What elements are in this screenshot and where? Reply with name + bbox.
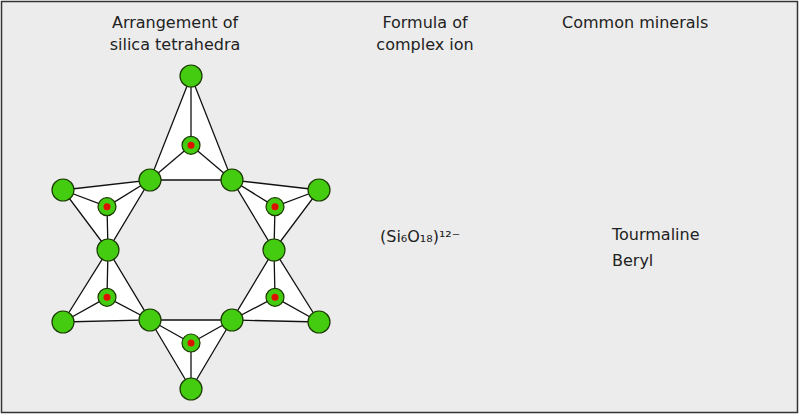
oxygen-atom [263, 239, 285, 261]
oxygen-atoms [52, 65, 330, 400]
oxygen-atom [139, 309, 161, 331]
oxygen-atom [182, 334, 200, 352]
oxygen-atom [98, 288, 116, 306]
oxygen-atom [266, 288, 284, 306]
column-heading: Common minerals [562, 12, 708, 34]
mineral-name: Beryl [612, 250, 653, 272]
oxygen-atom [308, 311, 330, 333]
oxygen-atom [52, 179, 74, 201]
oxygen-atom [97, 239, 119, 261]
oxygen-atom [180, 378, 202, 400]
tetrahedra [63, 76, 319, 389]
tetrahedron [150, 76, 232, 180]
oxygen-atom [221, 309, 243, 331]
oxygen-atom [221, 169, 243, 191]
oxygen-atom [139, 169, 161, 191]
oxygen-atom [52, 311, 74, 333]
frame [2, 2, 798, 413]
mineral-name: Tourmaline [612, 224, 700, 246]
silicon-atom [188, 142, 195, 149]
oxygen-atom [98, 198, 116, 216]
oxygen-atom [180, 65, 202, 87]
silicon-atom [104, 294, 111, 301]
oxygen-atom [182, 136, 200, 154]
silicon-atom [272, 203, 279, 210]
column-heading: Arrangement of silica tetrahedra [91, 12, 259, 56]
silicon-atom [188, 340, 195, 347]
silicon-atom [104, 203, 111, 210]
oxygen-atom [308, 179, 330, 201]
column-heading: Formula of complex ion [363, 12, 487, 56]
silicon-atom [272, 294, 279, 301]
formula-label: (Si₆O₁₈)¹²⁻ [380, 226, 460, 248]
oxygen-atom [266, 198, 284, 216]
